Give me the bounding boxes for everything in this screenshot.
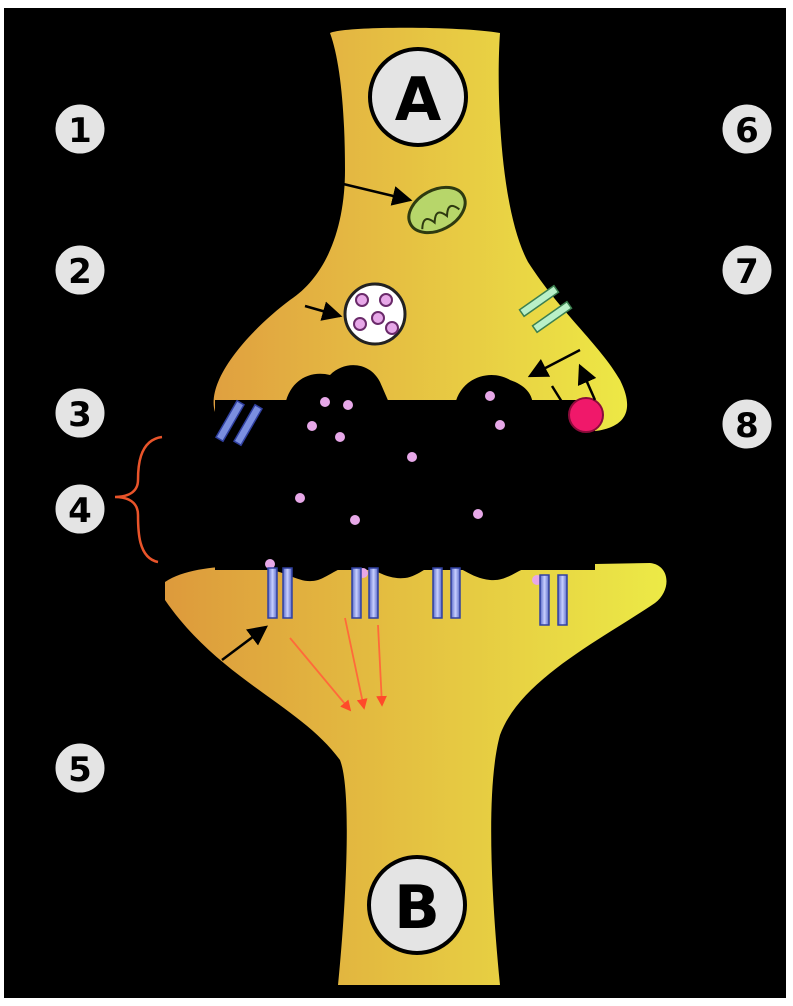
receptor-3b <box>451 568 460 618</box>
marker-2: 2 <box>54 244 106 296</box>
receptor-3a <box>433 568 442 618</box>
receptor-1a <box>268 568 277 618</box>
svg-text:4: 4 <box>68 491 92 531</box>
terminal-badge-b: B <box>369 857 465 953</box>
receptor-4a <box>540 575 549 625</box>
svg-text:2: 2 <box>68 252 92 292</box>
marker-3: 3 <box>54 387 106 439</box>
synaptic-vesicle <box>345 284 405 344</box>
terminal-badge-a: A <box>370 49 466 145</box>
marker-8: 8 <box>721 398 773 450</box>
marker-5: 5 <box>54 742 106 794</box>
receptor-2a <box>352 568 361 618</box>
svg-text:1: 1 <box>68 111 92 151</box>
receptor-2b <box>369 568 378 618</box>
reuptake-transporter <box>569 398 603 432</box>
svg-text:7: 7 <box>735 252 759 292</box>
svg-text:3: 3 <box>68 395 92 435</box>
marker-1: 1 <box>54 103 106 155</box>
marker-7: 7 <box>721 244 773 296</box>
receptor-4b <box>558 575 567 625</box>
svg-text:5: 5 <box>68 750 92 790</box>
marker-4: 4 <box>54 483 106 535</box>
terminal-label-b: B <box>394 873 440 943</box>
svg-text:6: 6 <box>735 111 759 151</box>
svg-text:8: 8 <box>735 406 759 446</box>
terminal-label-a: A <box>395 65 442 135</box>
receptor-1b <box>283 568 292 618</box>
marker-6: 6 <box>721 103 773 155</box>
synaptic-cleft <box>215 400 595 570</box>
